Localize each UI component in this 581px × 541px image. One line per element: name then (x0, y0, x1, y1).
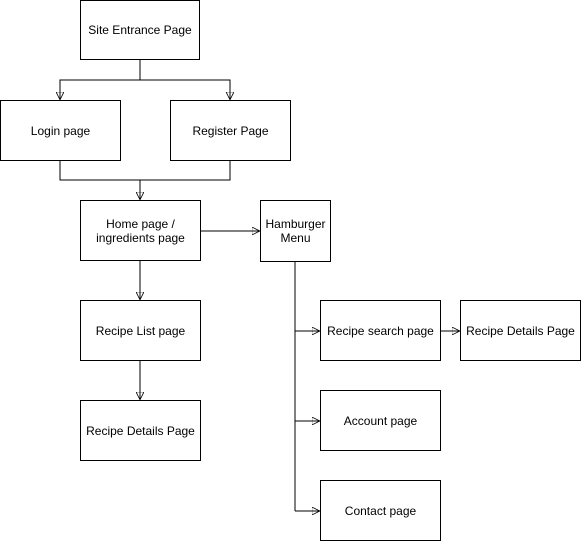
node-home-ingredients-page: Home page / ingredients page (80, 200, 201, 261)
node-recipe-details-page-right: Recipe Details Page (460, 300, 581, 361)
node-register-page: Register Page (170, 100, 291, 161)
node-recipe-details-page-left: Recipe Details Page (80, 400, 201, 461)
node-recipe-search-page: Recipe search page (320, 300, 441, 361)
node-login-page: Login page (0, 100, 121, 161)
node-recipe-list-page: Recipe List page (80, 300, 201, 361)
edge-site-entrance-to-login (60, 60, 141, 99)
node-hamburger-menu: Hamburger Menu (260, 200, 331, 262)
edge-site-entrance-to-register (140, 79, 230, 99)
node-account-page: Account page (320, 390, 441, 451)
node-contact-page: Contact page (320, 480, 441, 541)
edge-login-register-merge (59, 160, 231, 181)
node-site-entrance-page: Site Entrance Page (80, 0, 200, 60)
